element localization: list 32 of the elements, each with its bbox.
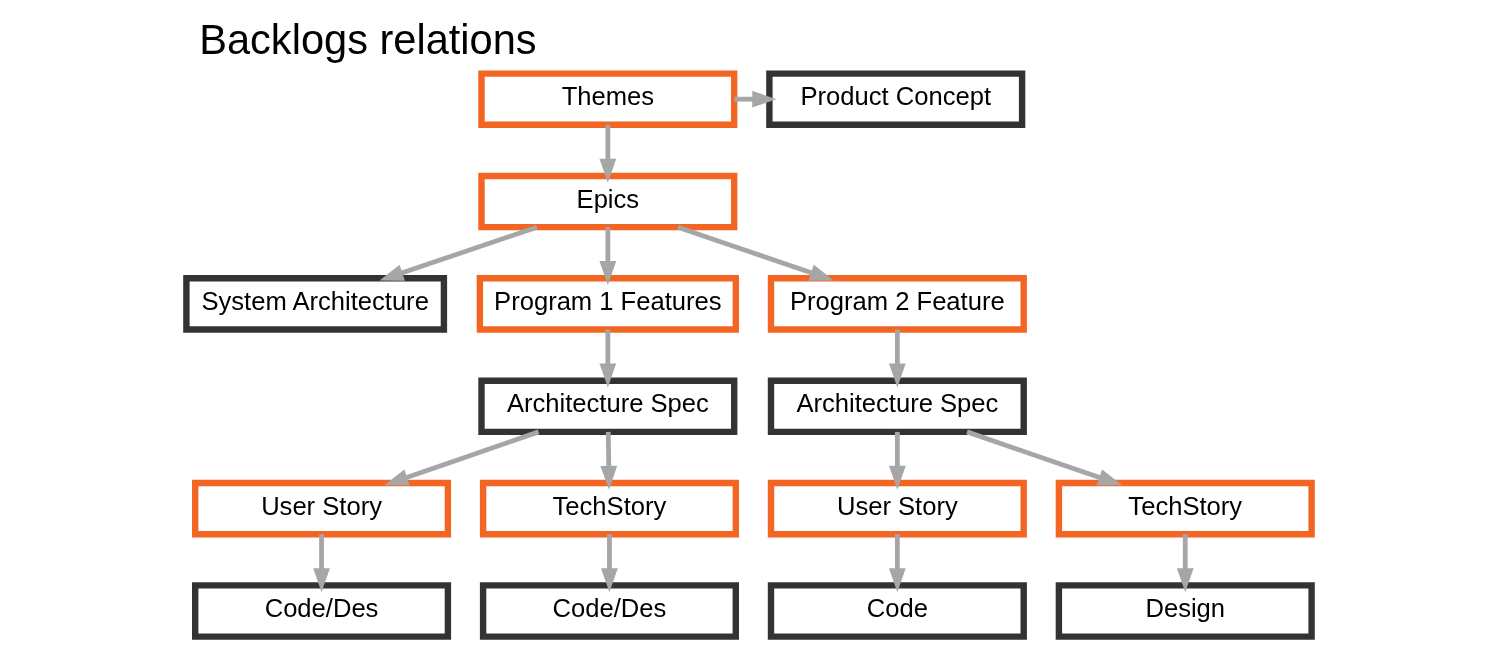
arrow <box>888 329 906 388</box>
node-box: Architecture Spec <box>478 377 738 436</box>
node-box: User Story <box>767 479 1027 538</box>
arrow <box>599 124 617 183</box>
arrow <box>888 534 906 593</box>
arrow <box>601 534 618 593</box>
diagram-title: Backlogs relations <box>199 16 537 64</box>
arrow <box>599 227 617 286</box>
arrow <box>384 429 540 486</box>
node-box: TechStory <box>1055 479 1315 538</box>
node-box: Design <box>1055 582 1315 640</box>
arrow <box>966 429 1123 486</box>
arrow <box>600 431 618 490</box>
node-box: Product Concept <box>766 70 1026 128</box>
node-box: System Architecture <box>183 275 448 333</box>
node-box: Code/Des <box>479 582 739 640</box>
arrow <box>1176 534 1194 593</box>
arrow <box>599 329 617 388</box>
node-box: TechStory <box>479 479 739 538</box>
arrow <box>379 224 538 281</box>
node-box: Themes <box>478 70 738 128</box>
node-box: User Story <box>192 479 452 538</box>
node-box: Code <box>767 582 1027 640</box>
node-box: Architecture Spec <box>767 377 1027 436</box>
node-box: Epics <box>478 172 738 231</box>
node-box: Program 1 Features <box>476 275 739 333</box>
node-box: Code/Des <box>192 582 452 640</box>
arrow <box>888 431 906 490</box>
arrow <box>313 534 330 593</box>
arrow <box>734 90 777 108</box>
arrow <box>677 224 834 281</box>
node-box: Program 2 Feature <box>767 275 1027 333</box>
